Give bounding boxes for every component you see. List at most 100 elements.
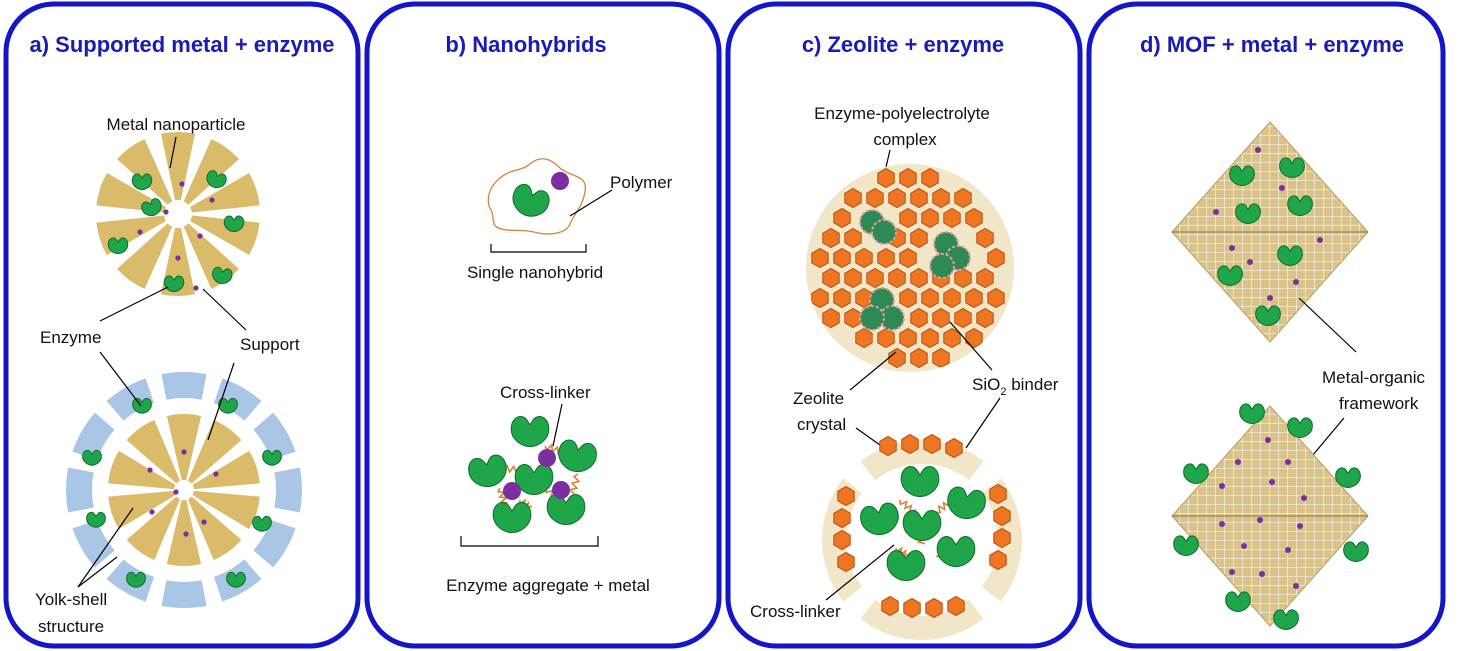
zeolite-crystal-icon xyxy=(811,247,829,269)
zeolite-crystal-icon xyxy=(881,595,899,617)
zeolite-crystal-icon xyxy=(943,207,961,229)
enzyme-icon xyxy=(558,439,597,473)
zeolite-crystal-icon xyxy=(899,207,917,229)
zeolite-crystal-icon xyxy=(921,327,939,349)
metal-nanoparticle-icon xyxy=(1257,517,1263,523)
mof-crystal-bottom xyxy=(1171,403,1369,630)
zeolite-crystal-icon xyxy=(921,287,939,309)
panel-a-title: a) Supported metal + enzyme xyxy=(29,32,334,57)
metal-nanoparticle-icon xyxy=(183,531,189,537)
zeolite-crystal-icon xyxy=(932,187,950,209)
enzyme-icon xyxy=(1235,203,1261,224)
aggregate-label: Enzyme aggregate + metal xyxy=(446,576,650,595)
zeolite-crystal-icon xyxy=(932,307,950,329)
metal-nanoparticle-icon xyxy=(503,482,521,500)
enzyme-icon xyxy=(218,397,238,414)
complex-label-line1: Enzyme-polyelectrolyte xyxy=(814,104,990,123)
zeolite-crystal-icon xyxy=(910,307,928,329)
supported-metal-particle xyxy=(96,132,260,296)
single-nanohybrid-label: Single nanohybrid xyxy=(467,263,603,282)
zeolite-crystal-icon xyxy=(901,433,919,455)
enzyme-icon xyxy=(1273,609,1299,630)
metal-nanoparticle-icon xyxy=(1213,209,1219,215)
zeolite-enzyme-assembly xyxy=(821,433,1023,640)
zeolite-crystal-icon xyxy=(987,287,1005,309)
zeolite-crystal-icon xyxy=(899,287,917,309)
zeolite-crystal-icon xyxy=(855,327,873,349)
metal-nanoparticle-icon xyxy=(1297,523,1303,529)
enzyme-icon xyxy=(86,511,106,528)
zeolite-crystal-icon xyxy=(945,437,963,459)
zeolite-crystal-icon xyxy=(903,597,921,619)
zeolite-crystal-icon xyxy=(899,247,917,269)
enzyme-icon xyxy=(1173,535,1199,556)
zeolite-crystal-icon xyxy=(844,307,862,329)
zeolite-crystal-icon xyxy=(947,595,965,617)
panel-d-title: d) MOF + metal + enzyme xyxy=(1140,32,1404,57)
zeolite-label-line1: Zeolite xyxy=(793,389,844,408)
metal-nanoparticle-icon xyxy=(1229,569,1235,575)
metal-nanoparticle-icon xyxy=(179,181,185,187)
zeolite-crystal-icon xyxy=(844,187,862,209)
enzyme-icon xyxy=(902,510,942,542)
zeolite-crystal-icon xyxy=(888,267,906,289)
zeolite-particle xyxy=(806,164,1014,372)
enzyme-icon xyxy=(512,183,550,217)
zeolite-crystal-icon xyxy=(954,307,972,329)
zeolite-crystal-icon xyxy=(954,267,972,289)
zeolite-crystal-icon xyxy=(910,267,928,289)
zeolite-crystal-icon xyxy=(833,507,851,529)
metal-nanoparticle-icon xyxy=(1269,479,1275,485)
enzyme-icon xyxy=(1287,417,1313,438)
enzyme-icon xyxy=(107,237,129,254)
zeolite-crystal-icon xyxy=(879,435,897,457)
zeolite-label-line2: crystal xyxy=(797,415,846,434)
mof-label-line2: framework xyxy=(1339,394,1419,413)
enzyme-icon xyxy=(1277,245,1303,266)
zeolite-crystal-icon xyxy=(921,207,939,229)
zeolite-crystal-icon xyxy=(833,287,851,309)
enzyme-icon xyxy=(510,416,550,448)
enzyme-icon xyxy=(126,571,146,588)
zeolite-crystal-icon xyxy=(923,433,941,455)
enzyme-icon xyxy=(226,571,246,588)
zeolite-crystal-icon xyxy=(888,347,906,369)
enzyme-icon xyxy=(1239,403,1265,424)
mof-label-line1: Metal-organic xyxy=(1322,368,1425,387)
metal-nanoparticle-icon xyxy=(1293,279,1299,285)
enzyme-polyelectrolyte-complex xyxy=(871,219,897,245)
cross-linker-icon xyxy=(568,473,581,496)
enzyme-icon xyxy=(1183,463,1209,484)
nanohybrid-bracket xyxy=(490,244,587,253)
zeolite-crystal-icon xyxy=(925,597,943,619)
metal-nanoparticle-label: Metal nanoparticle xyxy=(107,115,246,134)
zeolite-crystal-icon xyxy=(822,307,840,329)
enzyme-polyelectrolyte-complex xyxy=(929,253,955,279)
enzyme-icon xyxy=(1225,591,1251,612)
zeolite-crystal-icon xyxy=(877,167,895,189)
enzyme-icon xyxy=(900,466,940,498)
aggregate-bracket xyxy=(460,536,599,547)
zeolite-crystal-icon xyxy=(932,347,950,369)
enzyme-icon xyxy=(1335,467,1361,488)
enzyme-icon xyxy=(546,494,586,526)
metal-nanoparticle-icon xyxy=(173,489,179,495)
metal-nanoparticle-icon xyxy=(1229,245,1235,251)
enzyme-icon xyxy=(1255,305,1281,326)
enzyme-icon xyxy=(1229,165,1255,186)
cross-linker-label-b: Cross-linker xyxy=(500,383,591,402)
enzyme-icon xyxy=(212,266,233,285)
enzyme-icon xyxy=(492,502,532,534)
enzyme-label: Enzyme xyxy=(40,328,101,347)
zeolite-crystal-icon xyxy=(833,207,851,229)
enzyme-icon xyxy=(947,486,986,520)
zeolite-crystal-icon xyxy=(844,267,862,289)
metal-nanoparticle-icon xyxy=(163,209,169,215)
enzyme-icon xyxy=(262,449,282,466)
panel-c-title: c) Zeolite + enzyme xyxy=(802,32,1004,57)
zeolite-crystal-icon xyxy=(910,347,928,369)
zeolite-crystal-icon xyxy=(976,227,994,249)
enzyme-icon xyxy=(131,173,153,190)
polymer-shell xyxy=(487,158,586,235)
